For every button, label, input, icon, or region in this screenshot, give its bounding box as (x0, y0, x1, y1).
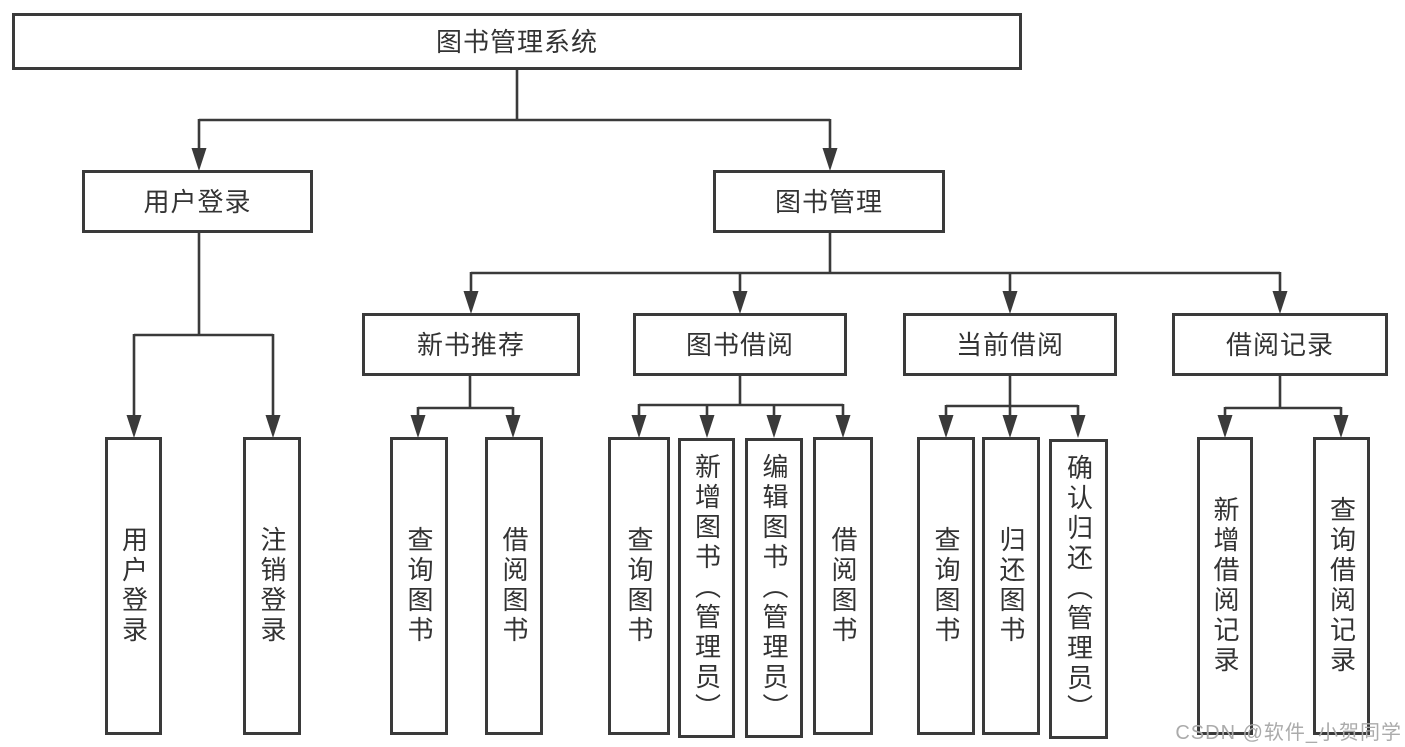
leaf-newbook-borrow-book: 借阅图书 (485, 437, 543, 735)
leaf-newbook-borrow-book-label: 借阅图书 (499, 526, 529, 646)
node-new-book-recommend: 新书推荐 (362, 313, 580, 376)
arrowheads (126, 148, 1349, 438)
leaf-borrowing-edit-book-label: 编辑图书（管理员） (759, 453, 789, 723)
node-book-borrowing: 图书借阅 (633, 313, 847, 376)
node-current-borrowing-label: 当前借阅 (955, 329, 1064, 360)
leaf-records-add-record-label: 新增借阅记录 (1210, 496, 1240, 676)
leaf-borrowing-add-book-label: 新增图书（管理员） (691, 453, 722, 723)
leaf-current-confirm-return: 确认归还（管理员） (1049, 439, 1108, 739)
leaf-borrowing-edit-book: 编辑图书（管理员） (745, 438, 803, 738)
leaf-user-login: 用户登录 (105, 437, 162, 735)
leaf-records-add-record: 新增借阅记录 (1197, 437, 1253, 735)
node-book-management-branch-label: 图书管理 (774, 186, 883, 217)
leaf-newbook-query-book-label: 查询图书 (404, 526, 434, 646)
leaf-current-query-book: 查询图书 (917, 437, 975, 735)
leaf-current-confirm-return-label: 确认归还（管理员） (1063, 454, 1094, 724)
leaf-borrowing-borrow-book: 借阅图书 (813, 437, 873, 735)
leaf-records-query-record: 查询借阅记录 (1313, 437, 1370, 735)
leaf-current-return-book-label: 归还图书 (996, 526, 1026, 646)
leaf-borrowing-borrow-book-label: 借阅图书 (828, 526, 858, 646)
csdn-watermark: CSDN @软件_小贺同学 (1175, 722, 1402, 744)
leaf-current-return-book: 归还图书 (982, 437, 1040, 735)
node-user-login-branch-label: 用户登录 (143, 186, 252, 217)
node-new-book-recommend-label: 新书推荐 (416, 329, 525, 360)
leaf-logout: 注销登录 (243, 437, 301, 735)
node-borrowing-records-label: 借阅记录 (1225, 329, 1334, 360)
leaf-logout-label: 注销登录 (257, 526, 287, 646)
leaf-user-login-label: 用户登录 (118, 526, 149, 646)
leaf-records-query-record-label: 查询借阅记录 (1326, 496, 1357, 676)
leaf-borrowing-query-book: 查询图书 (608, 437, 670, 735)
node-user-login-branch: 用户登录 (82, 170, 313, 233)
node-book-management-branch: 图书管理 (713, 170, 945, 233)
leaf-borrowing-add-book: 新增图书（管理员） (678, 438, 735, 738)
node-root-label: 图书管理系统 (435, 26, 598, 57)
node-borrowing-records: 借阅记录 (1172, 313, 1388, 376)
leaf-newbook-query-book: 查询图书 (390, 437, 448, 735)
node-current-borrowing: 当前借阅 (903, 313, 1117, 376)
leaf-current-query-book-label: 查询图书 (931, 526, 961, 646)
node-book-borrowing-label: 图书借阅 (685, 329, 794, 360)
leaf-borrowing-query-book-label: 查询图书 (624, 526, 654, 646)
node-root-system: 图书管理系统 (12, 13, 1022, 70)
